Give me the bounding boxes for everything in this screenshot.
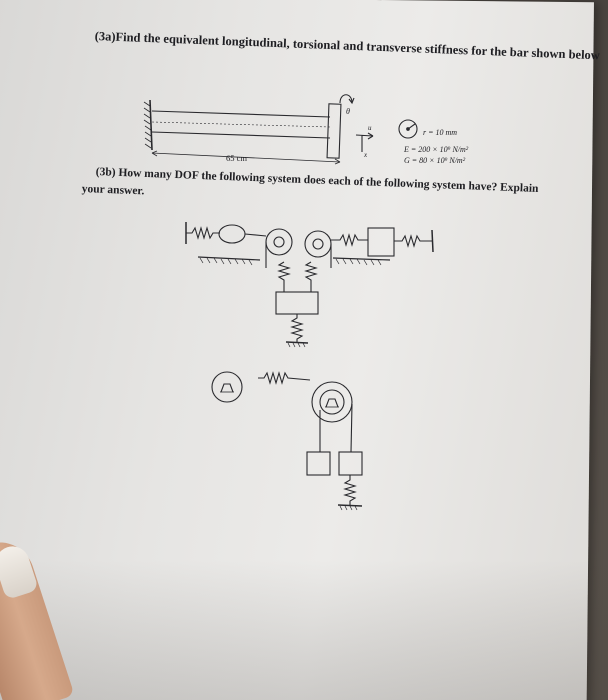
right-pulley-hub (312, 238, 324, 250)
bar-centerline (151, 121, 331, 128)
left-spring (186, 226, 220, 240)
paper-shadow (0, 560, 608, 700)
right-ground (332, 257, 391, 261)
hanging-spring-right (304, 261, 318, 292)
large-pulley-support (325, 398, 339, 408)
bottom-ground-hatch (287, 342, 306, 348)
dof-system-1 (185, 222, 434, 348)
left-ground-pulley (211, 371, 243, 403)
rotation-arrowhead (348, 97, 355, 105)
left-hanging-mass (306, 451, 331, 476)
end-mass (326, 103, 342, 159)
u-arrowhead (367, 132, 374, 140)
shear-modulus: G = 80 × 10⁹ N/m² (404, 156, 466, 165)
bottom-ground (285, 341, 309, 344)
large-pulley-outer (311, 381, 353, 423)
rotation-arrow (339, 94, 353, 104)
horizontal-spring (258, 371, 311, 385)
right-spring (394, 234, 432, 248)
left-pulley-hub (273, 236, 285, 248)
hanging-spring-left (277, 261, 291, 292)
right-hanging-cord (350, 403, 353, 453)
large-pulley-inner (319, 389, 345, 415)
left-pulley-support (220, 383, 234, 393)
right-wall (431, 229, 434, 253)
bar-body (151, 110, 331, 139)
left-roller (218, 224, 246, 244)
right-ground-hatch (335, 258, 382, 266)
cord-left (244, 233, 267, 237)
u-label: u (368, 124, 372, 132)
displacement-axes (355, 134, 374, 152)
bottom-spring (290, 314, 304, 342)
right-hanging-mass (338, 451, 363, 476)
mass-spring (343, 475, 357, 505)
youngs-modulus: E = 200 × 10⁹ N/m² (403, 145, 469, 154)
cross-section-circle (398, 119, 418, 139)
dof-system-2 (211, 371, 363, 511)
theta-label: θ (346, 107, 350, 116)
bar-figure (143, 94, 418, 165)
hanging-mass (275, 291, 319, 315)
middle-spring (331, 233, 368, 247)
mass-ground (337, 504, 363, 507)
left-pulley (265, 228, 293, 256)
length-dimension-line (151, 152, 341, 163)
wall-hatch (143, 101, 152, 149)
dimension-arrow-right (334, 158, 341, 165)
radius-value: r = 10 mm (423, 128, 457, 137)
length-label: 65 cm (226, 153, 247, 163)
left-ground-hatch (199, 257, 253, 266)
fixed-wall (149, 99, 153, 151)
x-label: x (363, 151, 368, 159)
mass-ground-hatch (339, 505, 358, 511)
right-block (367, 227, 395, 257)
dimension-arrow-left (151, 150, 158, 157)
left-ground (197, 256, 261, 261)
cross-section-center (406, 127, 410, 131)
right-pulley (304, 230, 332, 258)
bar-figure-labels: 65 cm θ u x r = 10 mm E = 200 × 10⁹ N/m²… (226, 107, 469, 165)
